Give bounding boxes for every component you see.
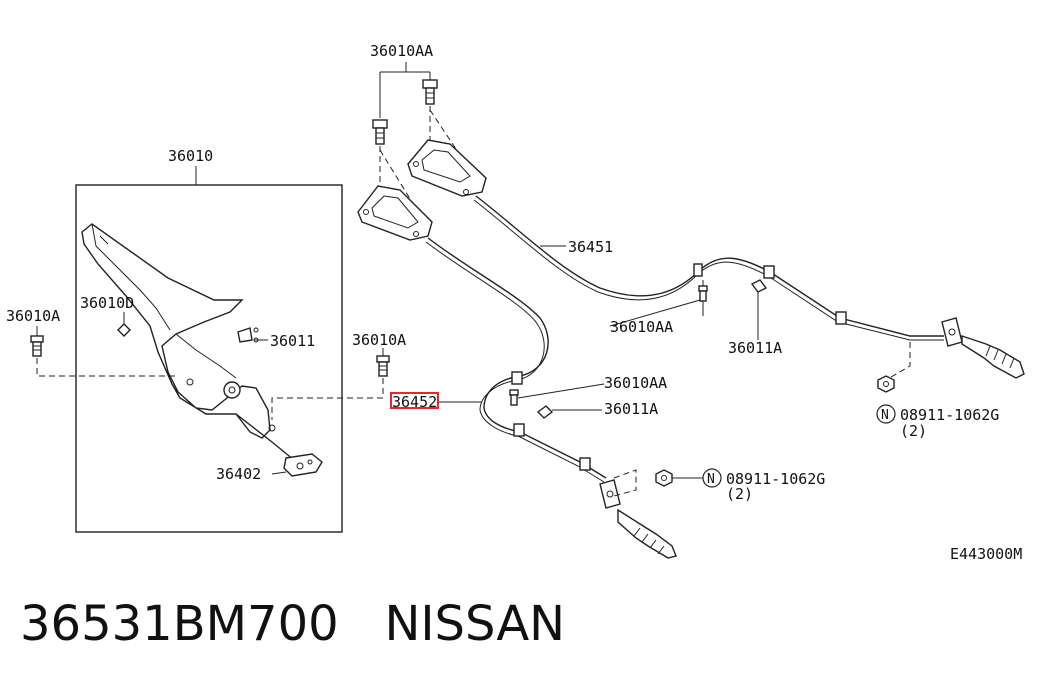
label-nut-lever: 36010D <box>80 294 134 312</box>
label-rear-cable-right: 36451 <box>568 238 613 256</box>
nut-symbol-right-letter: N <box>881 408 889 423</box>
nut-symbol-center <box>702 468 722 488</box>
caption-part-number: 36531BM700 <box>20 596 339 652</box>
bolt-mid <box>376 348 390 377</box>
label-front-cable: 36402 <box>216 465 261 483</box>
nut-symbol-right <box>876 404 896 424</box>
label-rear-cable-left: 36452 <box>392 393 437 411</box>
rear-cable-right <box>473 195 1025 381</box>
label-diagram-id: E443000M <box>950 545 1022 563</box>
caption-brand: NISSAN <box>384 596 566 652</box>
label-nut-right-qty: (2) <box>900 422 927 440</box>
lever-assembly-frame <box>75 184 343 533</box>
bolt-right <box>698 280 708 316</box>
highlight-box <box>390 392 439 409</box>
label-clip-right: 36011A <box>728 339 782 357</box>
label-bolt-mid: 36010A <box>352 331 406 349</box>
clip-right <box>750 279 768 340</box>
bolt-left <box>30 326 44 357</box>
cable-bracket-left <box>357 185 433 241</box>
bolt-center <box>509 383 605 406</box>
label-parking-brake-lever: 36010 <box>168 147 213 165</box>
label-bolt-right: 36010AA <box>610 318 673 336</box>
nut-right <box>877 375 895 393</box>
label-clip-lever: 36011 <box>270 332 315 350</box>
nut-symbol-center-letter: N <box>707 472 715 487</box>
clip-center <box>536 405 602 419</box>
caption-spacer <box>339 596 385 652</box>
cable-bracket-right <box>407 139 487 197</box>
bolt-top-right <box>422 79 438 105</box>
label-bolt-left: 36010A <box>6 307 60 325</box>
lever-nut <box>117 312 131 337</box>
label-nut-center-qty: (2) <box>726 485 753 503</box>
lever-clip <box>237 327 268 343</box>
parking-brake-lever <box>81 223 276 439</box>
front-cable <box>235 413 323 477</box>
part-caption: 36531BM700 NISSAN <box>20 596 565 652</box>
label-nut-center-part: 08911-1062G <box>726 470 825 488</box>
label-nut-right-part: 08911-1062G <box>900 406 999 424</box>
nut-center <box>655 469 704 487</box>
rear-cable-left <box>425 237 677 559</box>
label-clip-center: 36011A <box>604 400 658 418</box>
bolt-top-left <box>372 119 388 145</box>
label-bolt-center: 36010AA <box>604 374 667 392</box>
label-bolt-top: 36010AA <box>370 42 433 60</box>
